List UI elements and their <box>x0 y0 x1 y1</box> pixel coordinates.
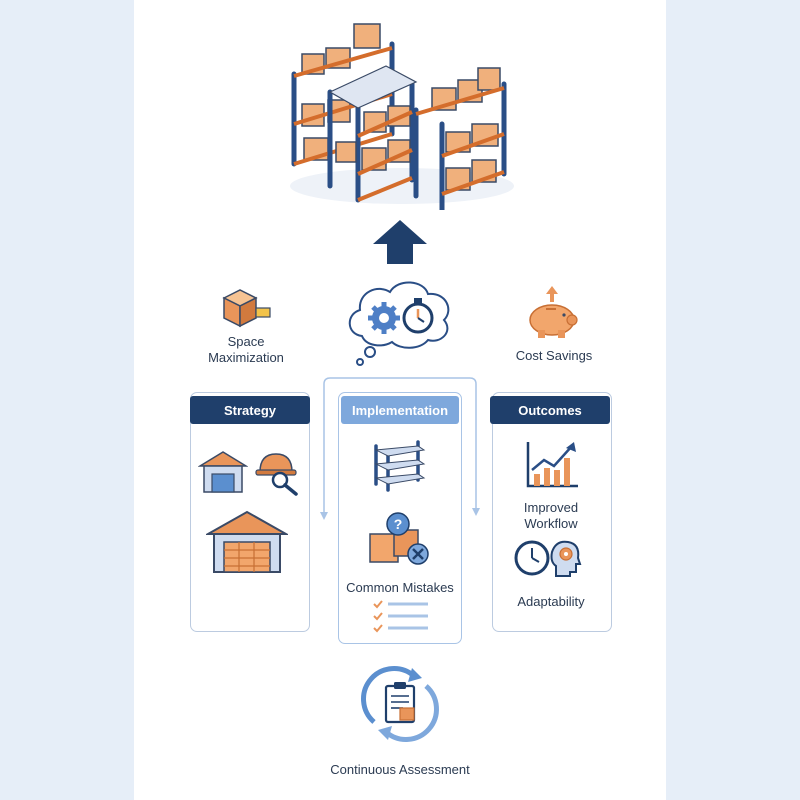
gear-stopwatch-thought-icon <box>348 281 450 366</box>
question-boxes-icon: ? <box>369 512 429 565</box>
cycle-clipboard-icon <box>361 666 439 742</box>
warehouse-shelving-icon <box>290 23 514 210</box>
implementation-panel <box>338 392 462 644</box>
warehouse-small-icon <box>198 451 248 493</box>
tape-measure-box-icon <box>222 289 271 328</box>
piggy-bank-icon <box>529 286 578 338</box>
cost-savings-label: Cost Savings <box>515 348 593 363</box>
shelf-rack-icon <box>374 440 426 492</box>
continuous-assessment-label: Continuous Assessment <box>330 762 470 777</box>
flow-connector <box>320 377 480 520</box>
strategy-panel <box>190 392 310 632</box>
svg-text:?: ? <box>394 516 403 532</box>
outcomes-panel <box>492 392 612 632</box>
warehouse-large-icon <box>206 510 288 573</box>
strategy-header: Strategy <box>190 396 310 424</box>
up-arrow-icon <box>373 220 427 264</box>
checklist-icon <box>373 600 428 633</box>
outcomes-header: Outcomes <box>490 396 610 424</box>
improved-workflow-label: Improved Workflow <box>523 500 579 531</box>
common-mistakes-label: Common Mistakes <box>346 580 454 595</box>
clock-brain-icon <box>514 540 582 577</box>
implementation-header: Implementation <box>341 396 459 424</box>
adaptability-label: Adaptability <box>517 594 585 609</box>
hardhat-magnifier-icon <box>255 453 298 496</box>
space-maximization-label: Space Maximization <box>208 334 284 365</box>
growth-chart-icon <box>526 442 578 488</box>
